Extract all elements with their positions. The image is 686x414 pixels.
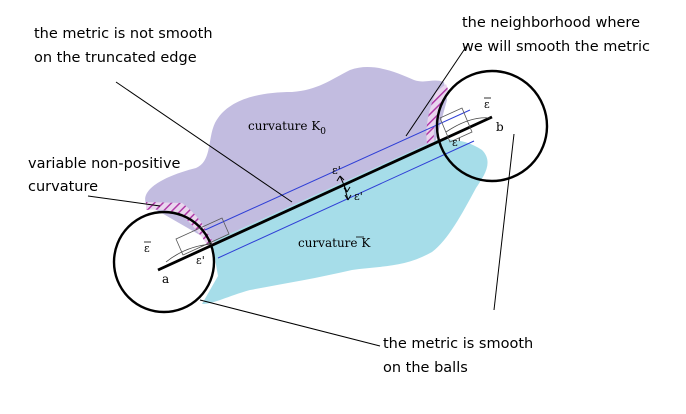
- epsilon-prime-arrows: [336, 175, 352, 201]
- tube-line-lower: [217, 140, 475, 259]
- label-point-a: a: [162, 272, 169, 286]
- leader-neighborhood: [405, 43, 469, 137]
- label-epsilon-prime-mid-upper: ε': [332, 164, 341, 177]
- ball-b: [435, 69, 549, 183]
- label-epsilon-bar-left: ε: [144, 242, 150, 255]
- label-smooth-balls-line2: on the balls: [383, 360, 468, 376]
- leader-not-smooth: [115, 81, 293, 203]
- blue-region: [202, 139, 488, 304]
- label-not-smooth-line2: on the truncated edge: [34, 50, 197, 66]
- label-not-smooth-line1: the metric is not smooth: [34, 26, 213, 42]
- leader-smooth-balls-1: [199, 299, 381, 347]
- tube-line-upper: [204, 109, 471, 231]
- label-smooth-balls-line1: the metric is smooth: [383, 336, 533, 352]
- label-curvature-kbar: curvature K: [298, 236, 371, 250]
- ball-a: [112, 210, 216, 314]
- label-variable-line2: curvature: [28, 179, 98, 195]
- leader-variable: [87, 195, 161, 207]
- label-epsilon-prime-mid-lower: ε': [354, 190, 363, 203]
- label-curvature-k0: curvature K0: [248, 119, 326, 137]
- leader-smooth-balls-2: [493, 133, 515, 311]
- label-variable-line1: variable non-positive: [28, 156, 181, 172]
- epsilon-box-left: [165, 217, 230, 263]
- truncated-edge: [157, 115, 493, 272]
- label-epsilon-prime-right: ε': [452, 136, 461, 149]
- purple-region: [145, 67, 447, 243]
- label-epsilon-prime-left: ε': [196, 254, 205, 267]
- label-neighborhood-line2: we will smooth the metric: [462, 39, 650, 55]
- label-epsilon-bar-right: ε: [484, 98, 490, 111]
- epsilon-box-right: [439, 107, 491, 143]
- label-neighborhood-line1: the neighborhood where: [462, 15, 640, 31]
- label-point-b: b: [496, 120, 504, 134]
